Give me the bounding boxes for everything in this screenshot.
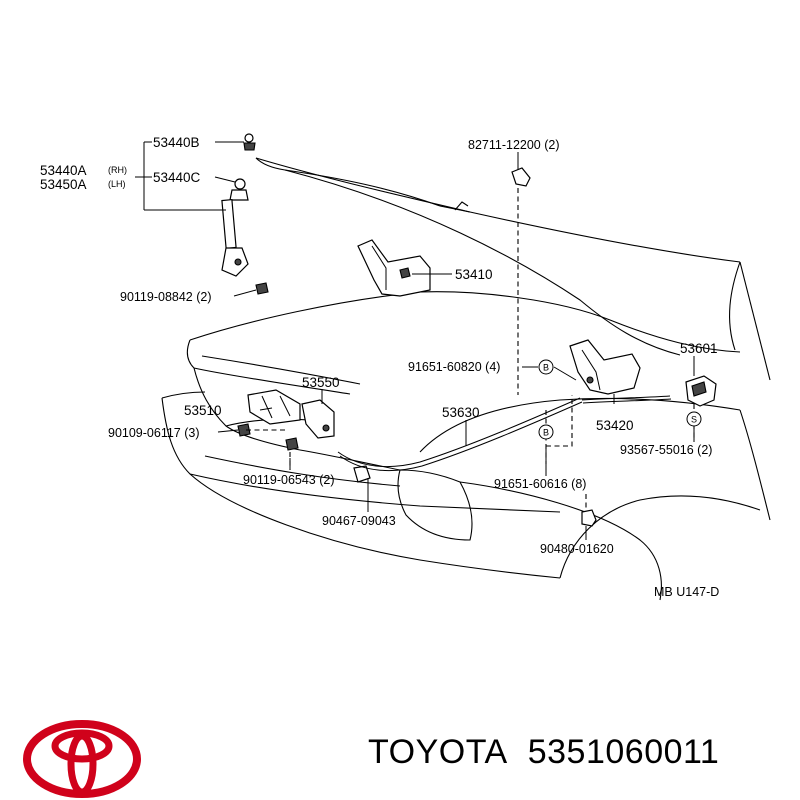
- label-82711-12200: 82711-12200 (2): [468, 138, 560, 152]
- svg-text:B: B: [543, 428, 549, 438]
- release-handle: [685, 375, 717, 407]
- fasteners: [511, 167, 597, 527]
- release-lever: [569, 339, 641, 395]
- badge-s-1: S: [686, 411, 702, 427]
- leader-lines: [135, 141, 695, 540]
- label-53601: 53601: [680, 341, 718, 356]
- part-number: 5351060011: [527, 733, 720, 771]
- dashed-guides: [246, 188, 695, 510]
- badge-b-2: B: [538, 424, 554, 440]
- label-53440B: 53440B: [153, 135, 200, 150]
- label-53510: 53510: [184, 403, 222, 418]
- label-90109-06117: 90109-06117 (3): [108, 426, 200, 440]
- label-lh: (LH): [108, 179, 126, 189]
- label-91651-60616: 91651-60616 (8): [494, 477, 586, 491]
- hood-lock-latch: [237, 389, 371, 483]
- label-90480-01620: 90480-01620: [540, 542, 614, 556]
- label-53410: 53410: [455, 267, 493, 282]
- label-93567-55016: 93567-55016 (2): [620, 443, 712, 457]
- label-90119-08842: 90119-08842 (2): [120, 290, 212, 304]
- svg-text:S: S: [691, 415, 697, 425]
- badge-b-1: B: [538, 359, 554, 375]
- brand-name: TOYOTA: [368, 733, 506, 771]
- release-cable: [337, 395, 672, 472]
- label-53420: 53420: [596, 418, 634, 433]
- hood-hinge: [357, 239, 431, 297]
- hood-panel: [255, 157, 771, 381]
- label-90119-06543: 90119-06543 (2): [243, 473, 335, 487]
- label-53450A: 53450A: [40, 177, 87, 192]
- label-91651-60820: 91651-60820 (4): [408, 360, 500, 374]
- toyota-logo-icon: [23, 720, 141, 798]
- label-rh: (RH): [108, 165, 127, 175]
- brand-line: TOYOTA 5351060011: [368, 733, 719, 772]
- label-53550: 53550: [302, 375, 340, 390]
- label-53440C: 53440C: [153, 170, 201, 185]
- svg-text:B: B: [543, 363, 549, 373]
- label-53630: 53630: [442, 405, 480, 420]
- hood-support-strut: [221, 133, 269, 295]
- footer: TOYOTA 5351060011: [0, 690, 800, 800]
- vehicle-body: [161, 291, 771, 601]
- label-90467-09043: 90467-09043: [322, 514, 396, 528]
- label-53440A: 53440A: [40, 163, 87, 178]
- diagram-code: MB U147-D: [654, 585, 719, 599]
